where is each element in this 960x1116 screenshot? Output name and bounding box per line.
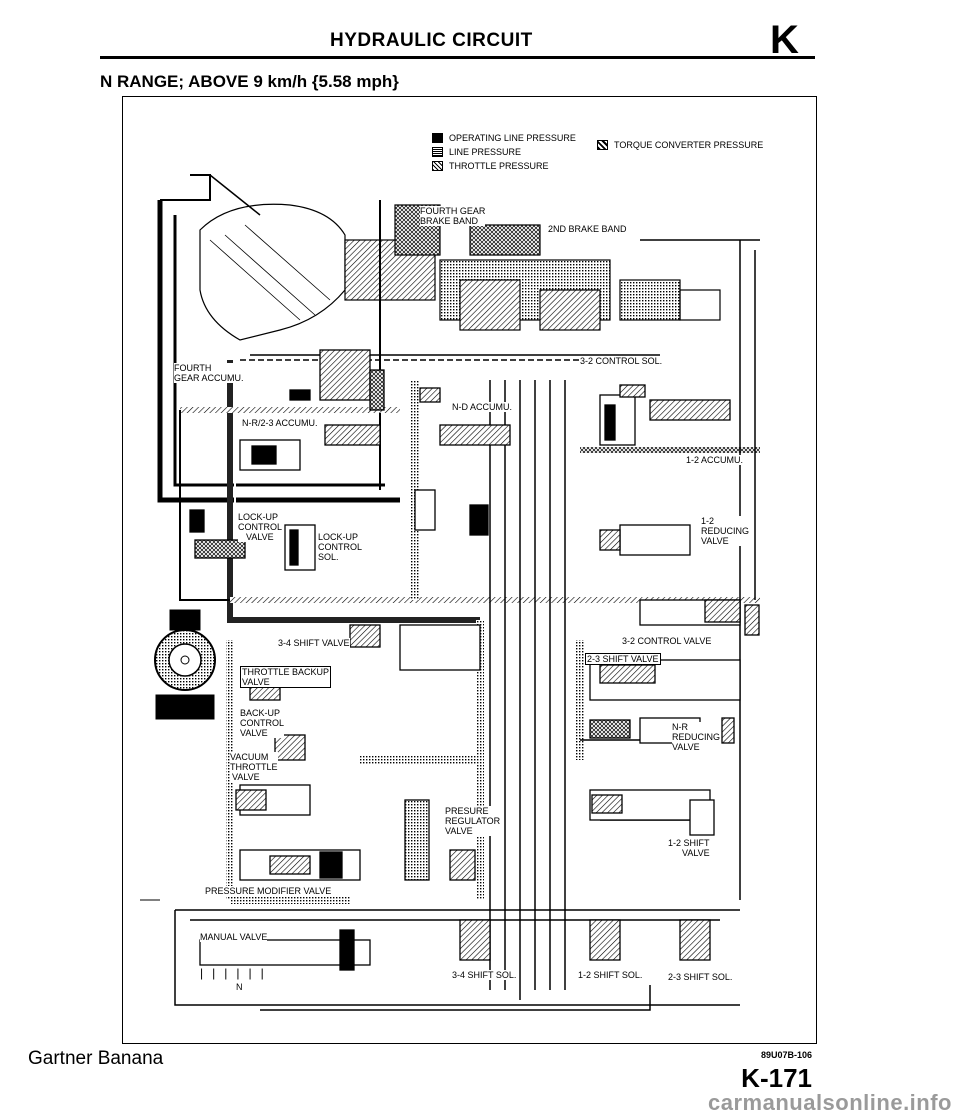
torque-converter-pressure-swatch bbox=[597, 140, 608, 150]
legend-throttle-pressure: THROTTLE PRESSURE bbox=[432, 161, 576, 171]
label-1-2-shift-sol: 1-2 SHIFT SOL. bbox=[578, 970, 643, 980]
legend-torque-converter-pressure: TORQUE CONVERTER PRESSURE bbox=[597, 140, 763, 150]
label-2-3-shift-valve: 2-3 SHIFT VALVE bbox=[585, 653, 661, 665]
legend: OPERATING LINE PRESSURE LINE PRESSURE TH… bbox=[432, 133, 576, 171]
label-3-2-control-valve: 3-2 CONTROL VALVE bbox=[622, 636, 712, 646]
operating-line-pressure-swatch bbox=[432, 133, 443, 143]
legend-label: LINE PRESSURE bbox=[449, 147, 522, 157]
label-2nd-brake-band: 2ND BRAKE BAND bbox=[548, 224, 627, 234]
site-watermark: carmanualsonline.info bbox=[708, 1090, 952, 1115]
label-n-r-2-3-accumu: N-R/2-3 ACCUMU. bbox=[242, 418, 318, 428]
label-n-d-accumu: N-D ACCUMU. bbox=[452, 402, 512, 412]
diagram-subtitle: N RANGE; ABOVE 9 km/h {5.58 mph} bbox=[100, 72, 399, 91]
line-pressure-swatch bbox=[432, 147, 443, 157]
legend-torque: TORQUE CONVERTER PRESSURE bbox=[597, 140, 763, 150]
legend-label: TORQUE CONVERTER PRESSURE bbox=[614, 140, 764, 150]
legend-operating-line-pressure: OPERATING LINE PRESSURE bbox=[432, 133, 576, 143]
legend-label: OPERATING LINE PRESSURE bbox=[449, 133, 576, 143]
watermark-text: Gartner Banana bbox=[28, 1048, 164, 1069]
legend-line-pressure: LINE PRESSURE bbox=[432, 147, 576, 157]
label-manual-valve: MANUAL VALVE bbox=[200, 932, 268, 942]
label-pressure-modifier-valve: PRESSURE MODIFIER VALVE bbox=[205, 886, 332, 896]
label-3-4-shift-sol: 3-4 SHIFT SOL. bbox=[452, 970, 517, 980]
page-title: HYDRAULIC CIRCUIT bbox=[330, 30, 533, 51]
label-1-2-accumu: 1-2 ACCUMU. bbox=[686, 455, 744, 465]
label-2-3-shift-sol: 2-3 SHIFT SOL. bbox=[668, 972, 733, 982]
section-letter: K bbox=[770, 18, 799, 62]
throttle-pressure-swatch bbox=[432, 161, 443, 171]
label-manual-position-n: N bbox=[236, 982, 243, 992]
header-rule bbox=[100, 56, 815, 59]
transmission-body bbox=[199, 203, 721, 361]
label-3-2-control-sol: 3-2 CONTROL SOL. bbox=[580, 356, 663, 366]
label-3-4-shift-valve: 3-4 SHIFT VALVE bbox=[278, 638, 350, 648]
diagram-frame bbox=[122, 96, 817, 1044]
valve-bodies bbox=[189, 349, 760, 971]
legend-label: THROTTLE PRESSURE bbox=[449, 161, 549, 171]
oil-pump bbox=[154, 609, 216, 720]
page-number: K-171 bbox=[741, 1063, 812, 1093]
figure-code: 89U07B-106 bbox=[760, 1050, 812, 1060]
manual-valve-detents: |||||| bbox=[200, 966, 273, 980]
